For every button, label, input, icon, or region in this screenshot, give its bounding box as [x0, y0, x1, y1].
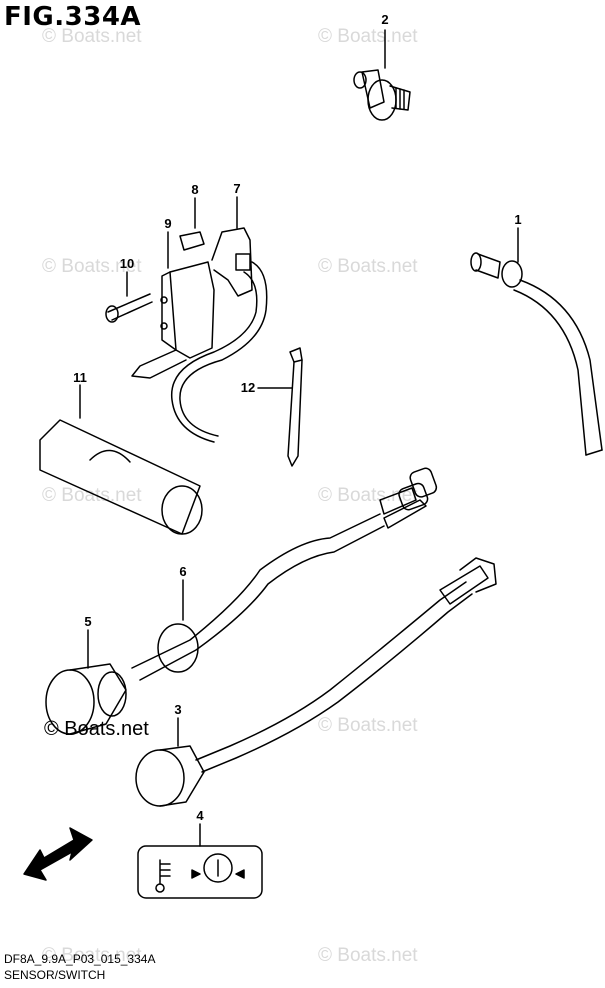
temperature-sensor-part-1 [470, 252, 603, 456]
watermark: © Boats.net [318, 256, 418, 277]
watermark: © Boats.net [318, 26, 418, 47]
callout-9: 9 [164, 216, 172, 231]
watermark: © Boats.net [42, 256, 142, 277]
watermark: © Boats.net [42, 26, 142, 47]
protector-sleeve-part-11 [39, 419, 203, 535]
callout-11: 11 [73, 370, 87, 385]
bracket-assembly-parts-7-8-9-10 [105, 227, 268, 443]
callout-4: 4 [196, 808, 204, 823]
harness-part-3 [135, 557, 497, 807]
oil-pressure-switch-part-2 [353, 69, 411, 121]
watermark: © Boats.net [318, 945, 418, 966]
callout-8: 8 [191, 182, 199, 197]
diagram-code: DF8A_9.9A_P03_015_334A [4, 952, 156, 966]
callout-10: 10 [119, 256, 135, 271]
callout-6: 6 [179, 564, 187, 579]
watermark: © Boats.net [318, 485, 418, 506]
switch-part-5 [45, 663, 127, 735]
watermark: © Boats.net [42, 945, 142, 966]
harness-part-6 [131, 467, 438, 681]
fwd-arrow-icon [23, 827, 93, 881]
figure-title: FIG.334A [4, 2, 142, 32]
callout-5: 5 [84, 614, 92, 629]
callout-7: 7 [233, 181, 241, 196]
label-plate-part-4 [137, 845, 263, 899]
callout-12: 12 [240, 380, 256, 395]
section-name: SENSOR/SWITCH [4, 968, 106, 982]
callout-1: 1 [514, 212, 522, 227]
watermark: © Boats.net [318, 715, 418, 736]
callout-2: 2 [381, 12, 389, 27]
watermark: © Boats.net [42, 485, 142, 506]
cable-tie-part-12 [287, 347, 303, 467]
callout-3: 3 [174, 702, 182, 717]
